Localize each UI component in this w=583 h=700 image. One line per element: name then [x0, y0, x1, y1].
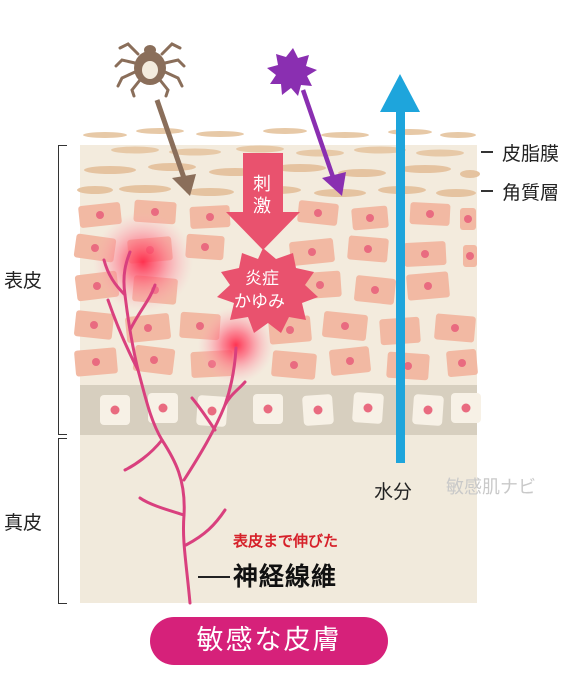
basal-nucleus [363, 403, 373, 413]
sebum-label: 皮脂膜 [502, 143, 560, 165]
cell-nucleus [201, 243, 209, 251]
corneum-label: 角質層 [502, 182, 560, 204]
watermark: 敏感肌ナビ [446, 477, 536, 498]
inflammation-label-1: 炎症 [245, 269, 279, 289]
sebum-tick [481, 151, 493, 153]
stimulus-label-1: 刺 [253, 174, 271, 195]
cell-nucleus [290, 361, 298, 369]
allergen-star-icon [267, 48, 317, 96]
cell-nucleus [196, 322, 204, 330]
cell-nucleus [404, 362, 412, 370]
cell-nucleus [144, 324, 152, 332]
nerve-leader-line [198, 576, 230, 578]
cell-nucleus [366, 214, 374, 222]
cell-nucleus [341, 322, 349, 330]
basal-nucleus [110, 405, 120, 415]
mite-arrow [154, 99, 196, 196]
nerve-main-label: 神経線維 [233, 562, 338, 591]
corneum-tick [481, 190, 493, 192]
cell-nucleus [314, 209, 322, 217]
cell-nucleus [92, 358, 100, 366]
basal-nucleus [158, 403, 168, 413]
cell-nucleus [426, 210, 434, 218]
dermis-bracket [58, 438, 67, 604]
cell-nucleus [364, 245, 372, 253]
stimulus-arrow [226, 153, 300, 250]
cell-nucleus [466, 252, 474, 260]
nerve-sub-label: 表皮まで伸びた [233, 532, 339, 550]
nerve-fibers [102, 250, 247, 605]
basal-cells [100, 392, 481, 427]
basal-nucleus [263, 404, 273, 414]
cell-nucleus [206, 213, 214, 221]
water-label: 水分 [374, 481, 413, 503]
cell-nucleus [421, 250, 429, 258]
cell-nucleus [451, 324, 459, 332]
cell-nucleus [464, 215, 472, 223]
epidermis-label: 表皮 [4, 270, 43, 292]
title-badge: 敏感な皮膚 [150, 617, 388, 665]
inflammation-label-2: かゆみ [234, 292, 285, 312]
basal-nucleus [461, 403, 471, 413]
mite-icon [114, 42, 186, 98]
inflammation-glow-1 [93, 212, 193, 312]
basal-nucleus [423, 405, 433, 415]
cell-nucleus [96, 211, 104, 219]
cell-nucleus [316, 281, 324, 289]
cell-nucleus [308, 248, 316, 256]
cell-nucleus [286, 326, 294, 334]
allergen-arrow [300, 89, 346, 196]
basal-nucleus [207, 406, 217, 416]
cell-nucleus [424, 282, 432, 290]
water-arrow [380, 74, 420, 463]
cell-nucleus [150, 356, 158, 364]
dermis-label: 真皮 [4, 512, 43, 534]
inflammation-burst [217, 248, 318, 333]
cell-nucleus [346, 357, 354, 365]
dermis-area [80, 435, 477, 603]
cell-nucleus [371, 286, 379, 294]
cell-nucleus [90, 321, 98, 329]
basal-nucleus [313, 405, 323, 415]
epidermis-bracket [58, 145, 67, 435]
cell-nucleus [458, 359, 466, 367]
stimulus-label-2: 激 [253, 196, 271, 217]
sebum-film [83, 128, 476, 157]
